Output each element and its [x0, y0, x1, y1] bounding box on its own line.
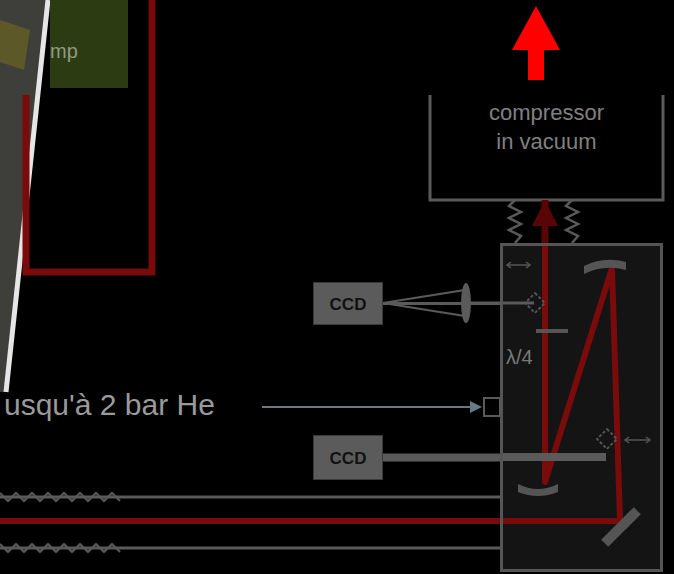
waveplate [536, 329, 568, 333]
gas-port [484, 398, 500, 416]
leader-arrowhead [470, 401, 482, 413]
node-text: mp [50, 38, 126, 64]
translation-arrow [507, 262, 511, 268]
beam-connector [542, 200, 549, 243]
translation-arrow [507, 264, 530, 266]
compressor-housing [430, 95, 663, 200]
translation-arrow [625, 437, 629, 443]
output-arrow [512, 6, 560, 80]
bellows [509, 200, 521, 243]
translation-arrow [526, 262, 530, 268]
curved-mirror [584, 260, 626, 274]
camera-box: CCD [313, 282, 383, 325]
compressor-box: compressor in vacuum [430, 95, 663, 200]
tube-bellows [0, 493, 120, 501]
beam-connector [383, 454, 500, 462]
beam-connector [383, 302, 500, 305]
node-text: compressor in vacuum [479, 99, 614, 156]
gas-pressure-note: usqu'à 2 bar He [4, 388, 215, 422]
translation-arrow [625, 439, 650, 441]
flat-mirror [601, 507, 641, 547]
imaging-beam [500, 302, 534, 305]
amplifier-box: mp [50, 0, 128, 88]
node-text: λ/4 [506, 344, 660, 370]
photo-detail [0, 20, 30, 70]
camera-box: CCD [313, 435, 383, 480]
tube-bellows [0, 544, 120, 552]
curved-mirror [518, 484, 558, 496]
laser-beam [0, 243, 620, 521]
pickoff-mirror [597, 429, 617, 449]
laser-beam [26, 0, 152, 272]
leader-line [262, 406, 474, 408]
vacuum-chamber: λ/4 [500, 243, 663, 572]
imaging-beam [500, 453, 606, 461]
translation-arrow [646, 437, 650, 443]
node-text: CCD [318, 448, 378, 470]
node-text: CCD [318, 294, 378, 316]
bellows [566, 200, 578, 243]
